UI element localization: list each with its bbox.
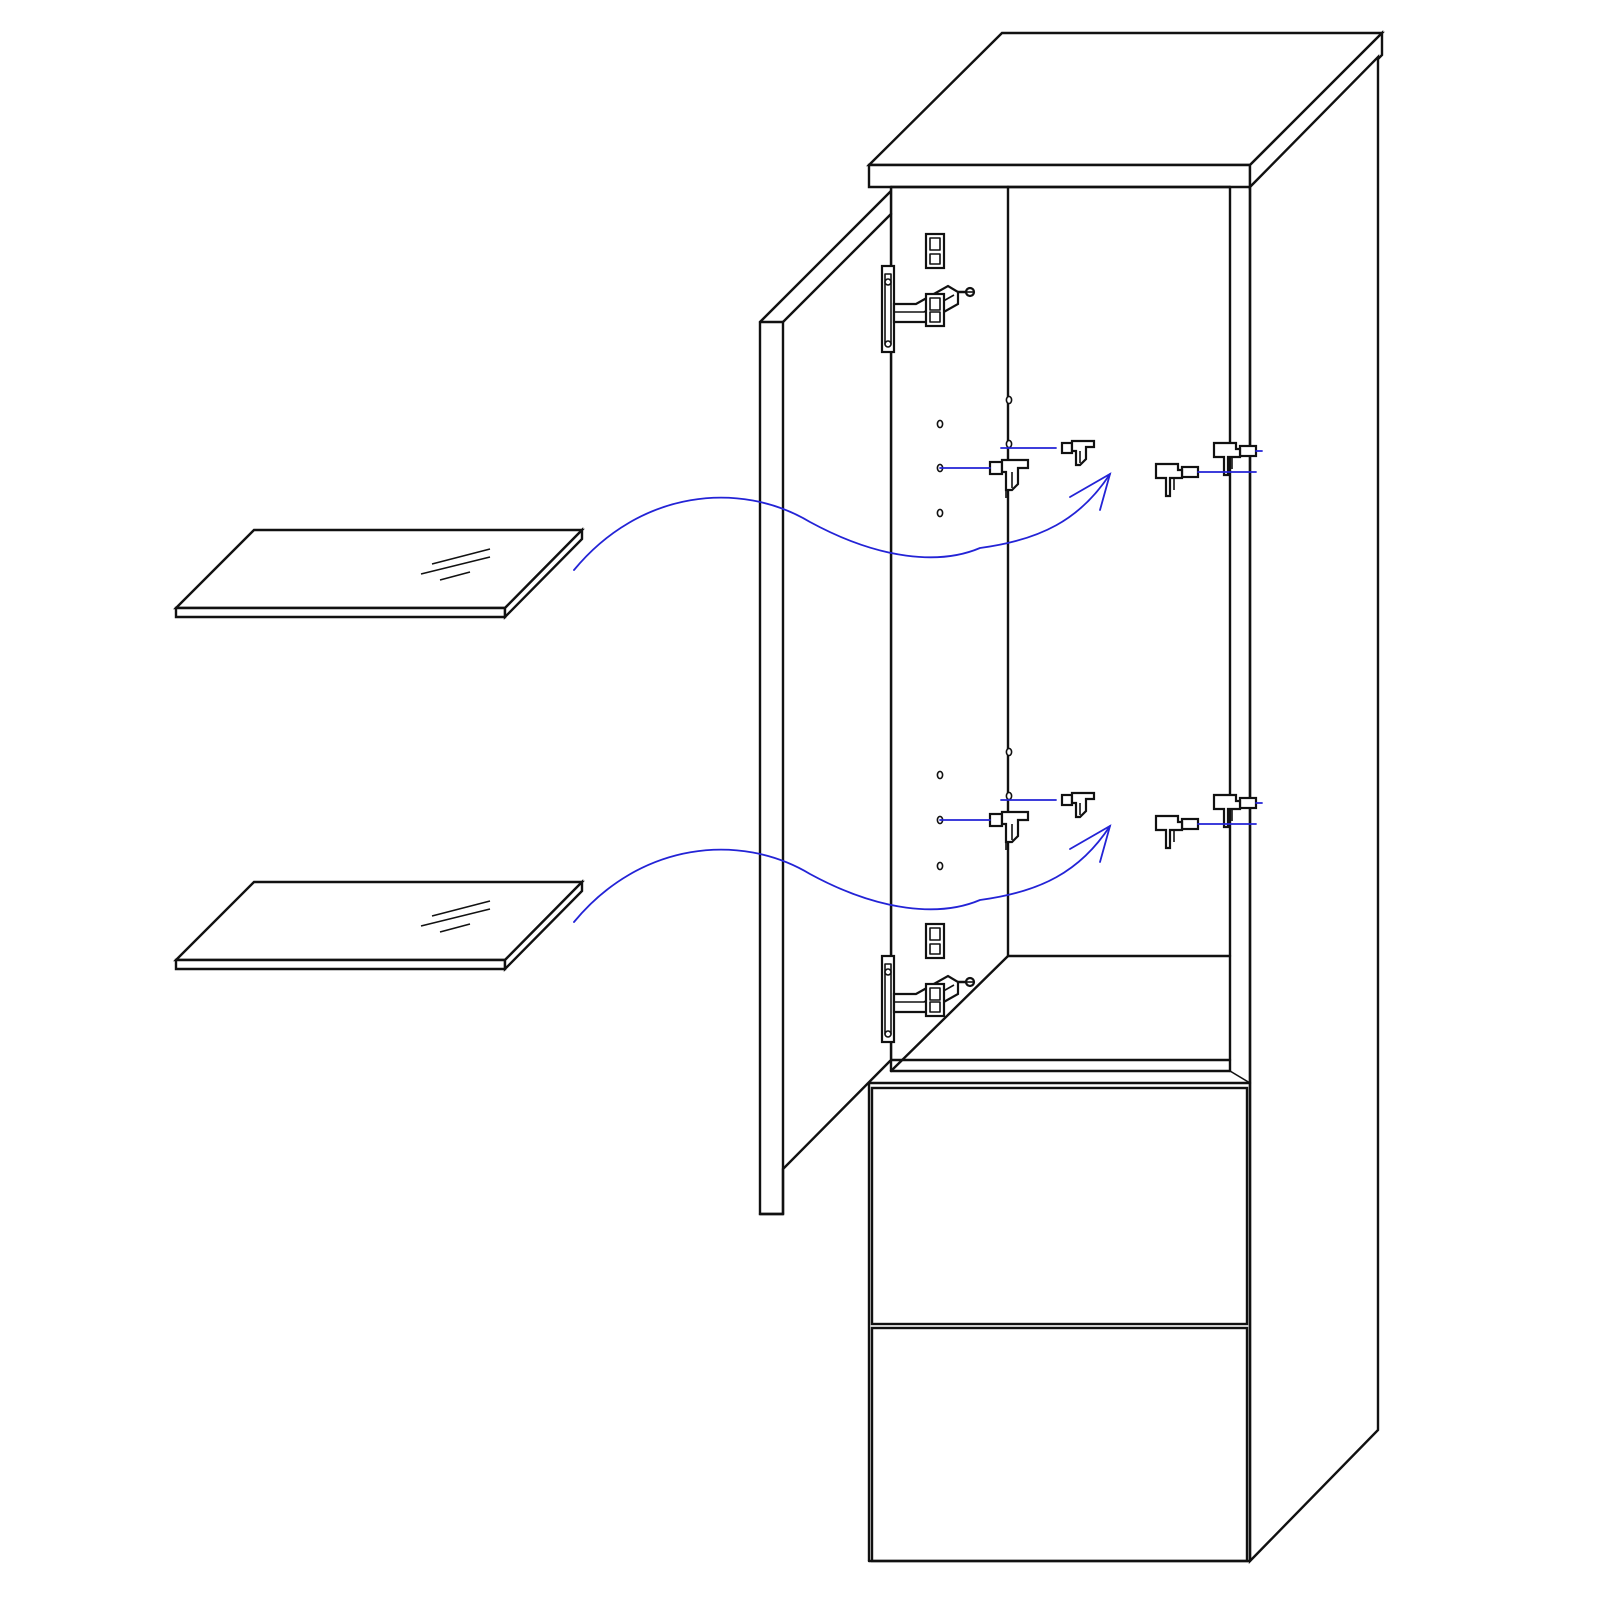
drawer-lower	[870, 1326, 1249, 1563]
cabinet-top-front-edge	[867, 163, 1252, 189]
insert-arrow-icon	[573, 824, 1112, 923]
shelf-support-holes-lower	[936, 747, 1013, 871]
shelf-support-holes-upper	[936, 395, 1013, 518]
peg-guide-lines	[939, 447, 1263, 825]
hinge-icon	[880, 232, 976, 354]
insert-arrow-icon	[573, 472, 1112, 571]
cabinet-top-right-edge	[1248, 30, 1384, 190]
cabinet-right-side	[1248, 54, 1380, 1564]
glass-shelf-icon	[173, 879, 585, 972]
shelf-support-peg-icon	[1154, 814, 1200, 850]
cabinet-carcass	[866, 30, 1385, 1564]
drawer-upper	[870, 1086, 1249, 1326]
shelf-support-peg-icon	[1060, 791, 1096, 819]
cabinet-door-open	[758, 188, 893, 1216]
shelf-support-peg-icon	[1060, 439, 1096, 467]
shelf-support-peg-icon	[1154, 462, 1200, 498]
glass-shelf-icon	[173, 527, 585, 620]
hinge-icon	[880, 922, 976, 1044]
